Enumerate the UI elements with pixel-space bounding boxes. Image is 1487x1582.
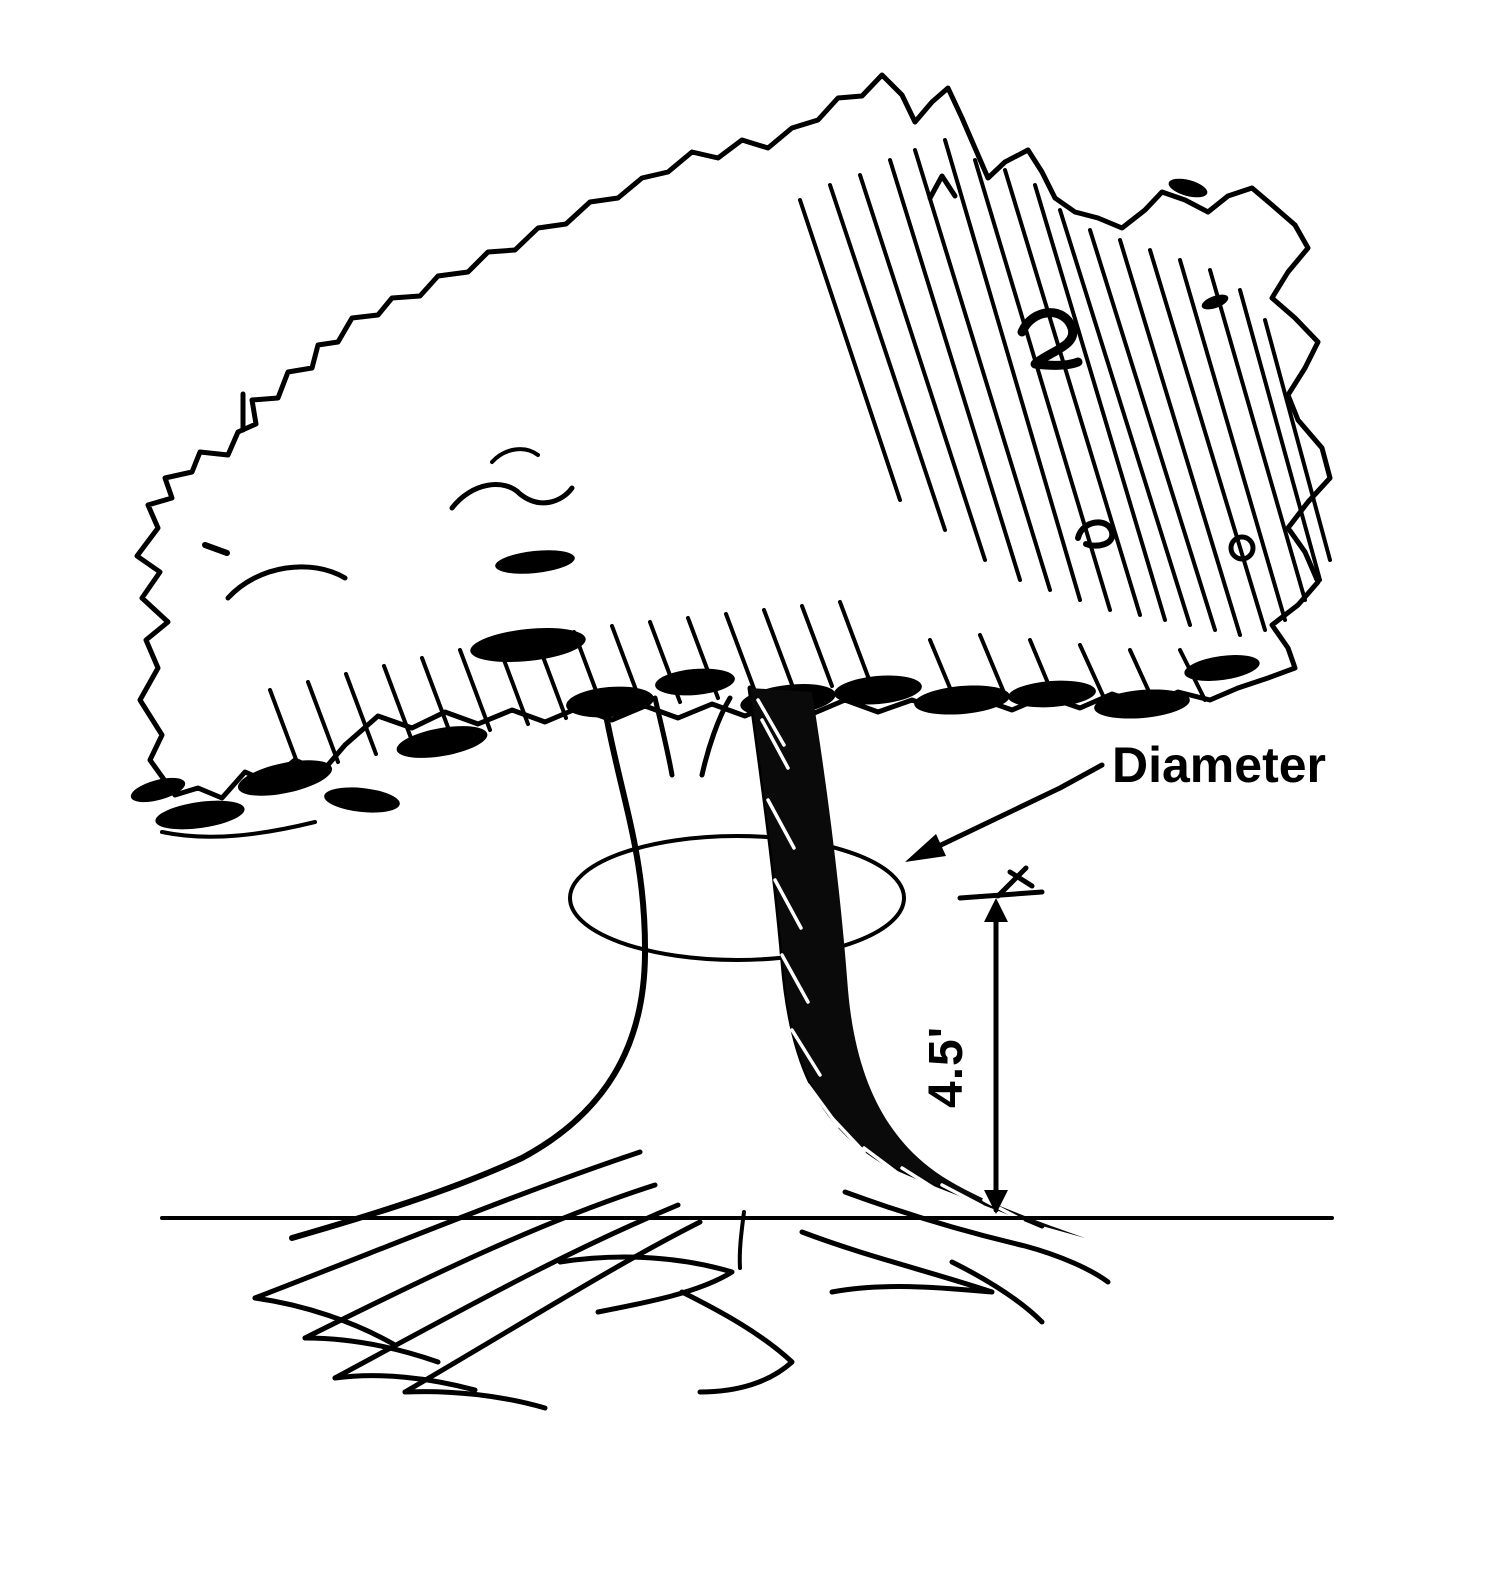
dimension-top-arrowhead — [984, 898, 1008, 922]
diameter-callout: Diameter — [905, 737, 1326, 862]
canopy-details — [160, 173, 1256, 839]
canopy-hatching-upper — [798, 138, 1332, 707]
trunk-left-edge — [289, 712, 649, 1241]
diameter-arrow-shaft — [938, 762, 1105, 848]
height-dimension: 4.5' — [920, 865, 1045, 1214]
trunk-bark-band — [750, 688, 1085, 1238]
trunk — [289, 685, 1085, 1270]
foliage-clumps — [130, 178, 1260, 830]
diameter-ellipse — [568, 834, 906, 962]
canopy — [130, 72, 1333, 839]
roots — [252, 1149, 1111, 1411]
dimension-top-flag — [995, 865, 1035, 899]
dimension-bottom-arrowhead — [984, 1190, 1008, 1214]
height-label: 4.5' — [920, 1026, 973, 1108]
trunk-base-line — [737, 1210, 746, 1270]
trunk-fork-left — [652, 695, 675, 778]
trunk-fork-right — [699, 695, 733, 778]
diameter-label: Diameter — [1112, 737, 1326, 793]
trunk-bark-texture — [756, 698, 1024, 1222]
diameter-arrowhead — [905, 834, 946, 862]
